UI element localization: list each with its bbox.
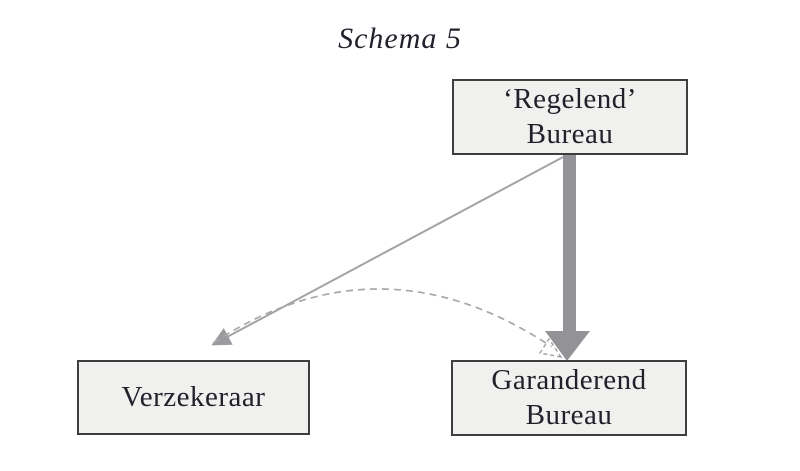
node-label-line: Verzekeraar (121, 381, 266, 413)
node-regelend-bureau: ‘Regelend’ Bureau (452, 79, 688, 155)
dashed-arrowhead (538, 337, 563, 358)
diagram-title: Schema 5 (338, 22, 462, 55)
node-label-line: ‘Regelend’ (503, 83, 637, 115)
node-verzekeraar: Verzekeraar (77, 360, 310, 435)
node-label-line: Bureau (525, 399, 613, 431)
node-garanderend-bureau: Garanderend Bureau (451, 360, 687, 436)
edge-regelend-to-garanderend (545, 154, 590, 361)
node-label-line: Garanderend (491, 364, 647, 396)
edge-regelend-to-verzekeraar (211, 155, 566, 346)
node-label-line: Bureau (526, 118, 614, 150)
edge-verzekeraar-to-garanderend (212, 288, 553, 348)
